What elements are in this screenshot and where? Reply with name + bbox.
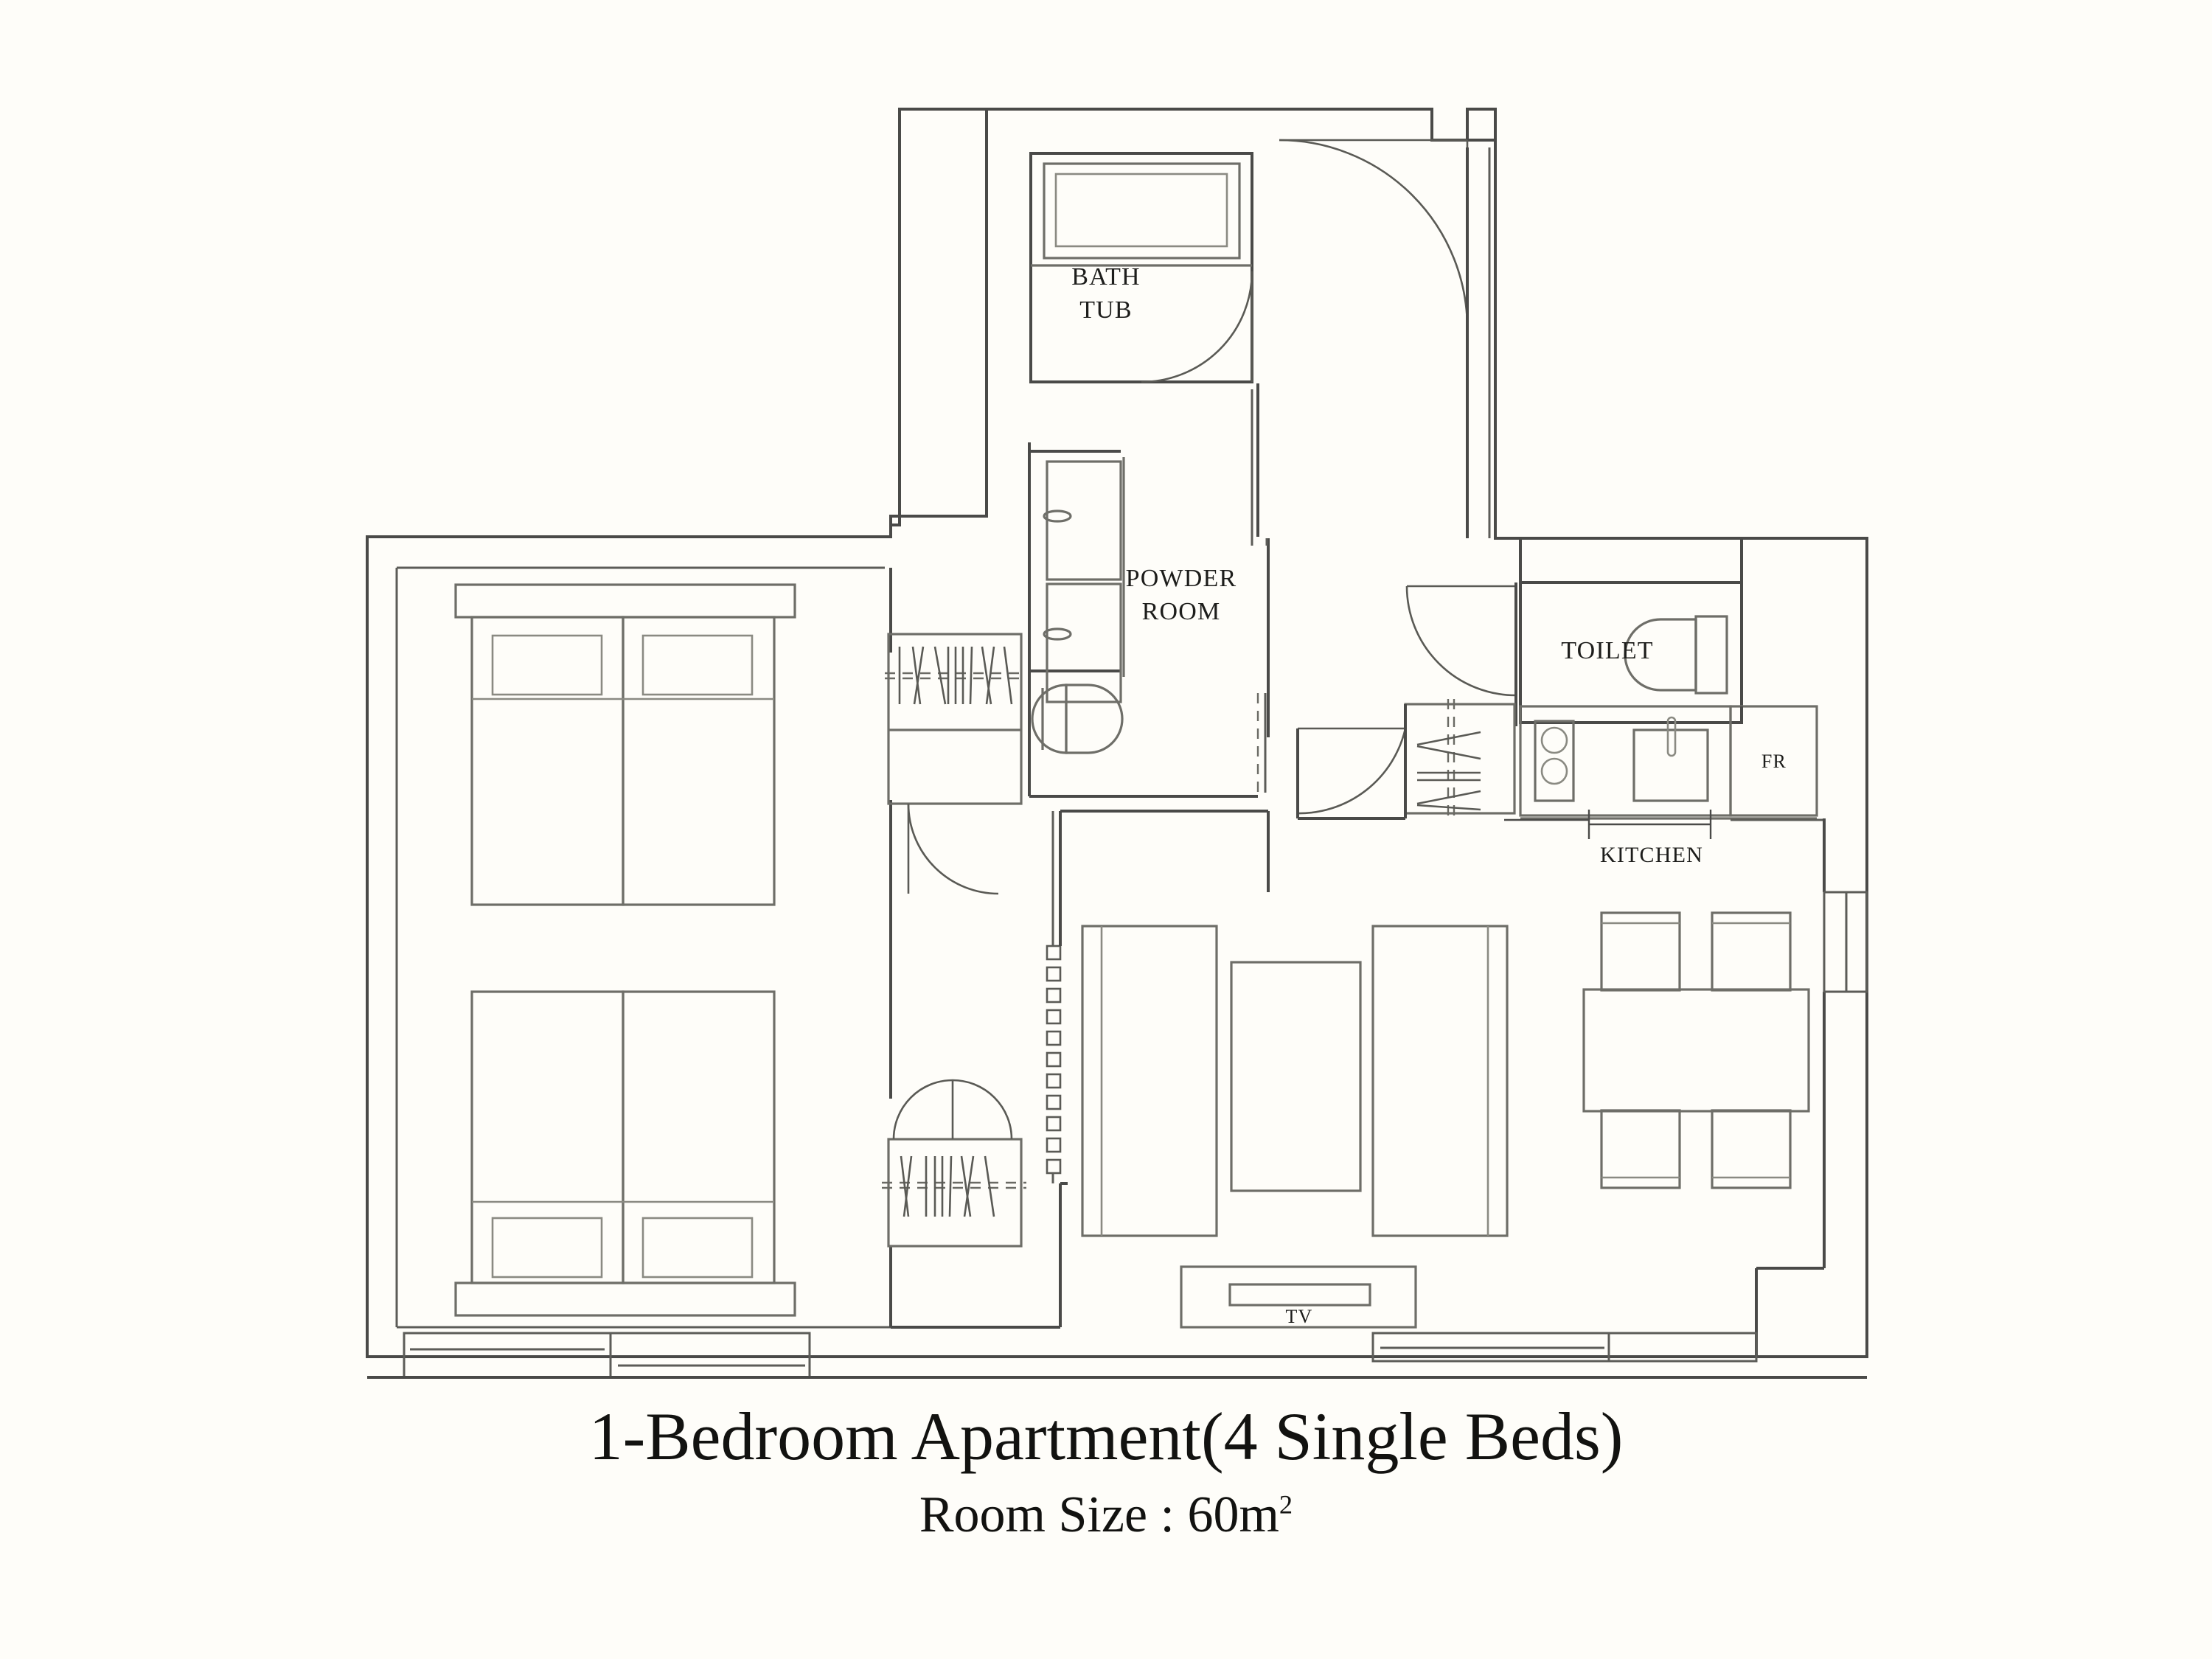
kitchen-label: KITCHEN [1600,843,1703,867]
kitchen: FR KITCHEN [1295,699,1824,867]
powder-room-sliding-door[interactable] [1256,693,1267,793]
dining-chair [1711,1109,1792,1189]
interior-door-toilet[interactable] [1405,585,1517,697]
refrigerator: FR [1729,705,1818,817]
cooktop [1534,720,1575,802]
bath-tub-label-line1: BATH [1071,263,1141,291]
tv-label: TV [1285,1306,1312,1327]
toilet-room: TOILET [1405,581,1743,726]
bath-tub-label-line2: TUB [1079,296,1133,324]
dining-chair [1600,911,1681,992]
clothes-hanger-icon [900,1155,995,1217]
window-bottom-right [1371,1332,1758,1363]
living-room: TV [1059,925,1509,1329]
powder-room-label-line1: POWDER [1126,565,1237,592]
sofa-right [1371,925,1509,1237]
dining-chair [1711,911,1792,992]
entrance [1279,139,1495,538]
clothes-hanger-icon [898,646,1013,705]
entry-door[interactable] [1279,139,1469,329]
bed-group-lower [454,990,796,1317]
tv-console: TV [1180,1265,1417,1329]
coffee-table [1230,961,1362,1192]
dining-chair [1600,1109,1681,1189]
kitchen-dimension [1504,810,1712,839]
refrigerator-label: FR [1761,751,1787,772]
corridor-walls [1251,153,1270,737]
entrance-closet[interactable] [1295,699,1516,818]
clothes-hanger-icon [1416,731,1481,811]
sliding-partition[interactable] [1046,945,1062,1175]
wall-stubs [891,442,1867,1329]
powder-room: POWDER ROOM [1028,450,1258,798]
bedroom [454,568,892,1327]
powder-room-label-line2: ROOM [1142,598,1221,625]
interior-wall-lines [395,566,891,1329]
bath-tub-room: BATH TUB [1029,152,1253,383]
sofa-left [1081,925,1218,1237]
bed-group-upper [454,583,796,906]
exterior-wall-notch [889,109,988,537]
wardrobe-closet-lower[interactable] [882,1079,1026,1248]
powder-room-toilet [1031,684,1124,754]
kitchen-sink [1632,716,1709,802]
toilet-label: TOILET [1561,637,1654,664]
interior-door-bedroom[interactable] [907,803,999,895]
wardrobe-closet-upper[interactable] [885,633,1025,805]
dining-area [1582,911,1810,1189]
kitchen-right-wall [1755,818,1826,1357]
window-right [1823,891,1868,993]
toilet-fixture [1624,615,1728,695]
